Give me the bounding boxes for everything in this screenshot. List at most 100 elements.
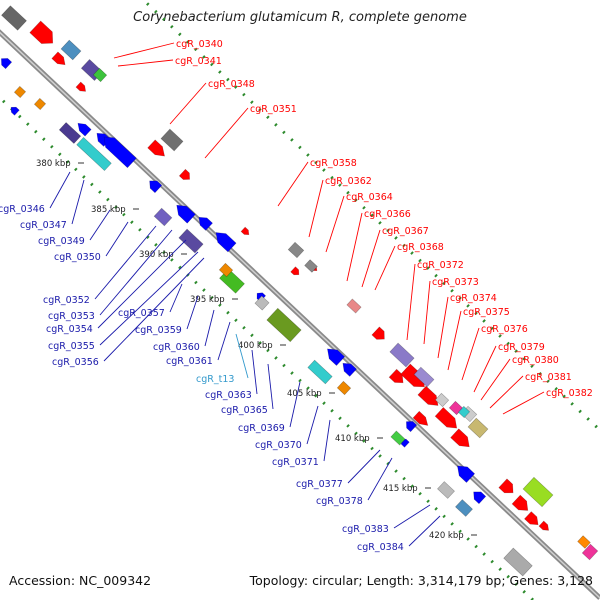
forward-gene-arrow-shape bbox=[511, 494, 529, 511]
bottom-label-leader bbox=[97, 239, 187, 329]
cog-colored-box-shape bbox=[455, 499, 473, 517]
bottom-gene-label: cgR_0350 bbox=[54, 252, 101, 263]
reverse-gene-arrow-shape bbox=[473, 491, 487, 505]
cog-colored-box bbox=[307, 359, 333, 385]
reverse-gene-arrow bbox=[176, 204, 196, 224]
cog-colored-box-shape bbox=[76, 136, 112, 172]
cog-colored-box bbox=[434, 392, 450, 408]
top-gene-label: cgR_0376 bbox=[481, 324, 528, 335]
reverse-gene-arrow bbox=[457, 465, 476, 483]
cog-colored-box-shape bbox=[434, 392, 450, 408]
forward-gene-arrow bbox=[371, 326, 385, 340]
cog-colored-box bbox=[254, 295, 270, 311]
reverse-gene-arrow-shape bbox=[406, 421, 418, 433]
top-gene-label: cgR_0364 bbox=[346, 192, 393, 203]
top-gene-label: cgR_0381 bbox=[525, 372, 572, 383]
top-gene-label: cgR_0340 bbox=[176, 39, 223, 50]
forward-gene-arrow-shape bbox=[498, 478, 514, 494]
bottom-gene-label: cgR_0365 bbox=[221, 405, 268, 416]
bottom-label-leader bbox=[49, 171, 71, 209]
kbp-tick-label: 390 kbp bbox=[139, 250, 174, 260]
reverse-gene-arrow bbox=[149, 180, 163, 194]
kbp-tick-label: 420 kbp bbox=[429, 531, 464, 541]
cog-colored-box bbox=[33, 97, 47, 111]
bottom-label-leader bbox=[235, 333, 249, 379]
cog-colored-box-shape bbox=[178, 228, 204, 254]
cog-colored-box-shape bbox=[160, 128, 184, 152]
cog-colored-box bbox=[1, 5, 27, 31]
reverse-gene-arrow bbox=[473, 491, 487, 505]
forward-gene-arrow bbox=[434, 407, 458, 429]
forward-gene-arrow-shape bbox=[388, 368, 404, 384]
top-gene-label: cgR_0366 bbox=[364, 209, 411, 220]
cog-colored-box bbox=[92, 67, 108, 83]
bottom-label-leader bbox=[408, 515, 441, 547]
bottom-label-leader bbox=[103, 257, 205, 362]
cog-colored-box-shape bbox=[503, 547, 533, 577]
cog-colored-box bbox=[153, 207, 173, 227]
cog-colored-box-shape bbox=[58, 122, 82, 144]
gene-labels: cgR_0340cgR_0341cgR_0348cgR_0351cgR_0358… bbox=[0, 39, 593, 553]
top-label-leader bbox=[437, 296, 449, 359]
bottom-gene-label: cgR_0359 bbox=[135, 325, 182, 336]
bottom-label-leader bbox=[204, 309, 215, 347]
map-title: Corynebacterium glutamicum R, complete g… bbox=[133, 10, 467, 25]
gc-track-outer bbox=[141, 0, 600, 433]
bottom-gene-label: cgR_0384 bbox=[357, 542, 404, 553]
cog-colored-box-shape bbox=[1, 5, 27, 31]
bottom-label-leader bbox=[347, 449, 381, 484]
cog-colored-box bbox=[503, 547, 533, 577]
forward-gene-arrow bbox=[388, 368, 404, 384]
forward-gene-arrow-shape bbox=[524, 511, 539, 526]
cog-colored-box bbox=[336, 380, 352, 396]
forward-gene-arrow-shape bbox=[178, 168, 190, 180]
cog-colored-box bbox=[437, 481, 455, 499]
top-label-leader bbox=[447, 310, 462, 371]
forward-gene-arrow-shape bbox=[538, 520, 550, 531]
top-label-leader bbox=[480, 358, 511, 401]
bottom-label-leader bbox=[169, 283, 183, 313]
top-label-leader bbox=[423, 280, 431, 345]
forward-gene-arrow bbox=[524, 511, 539, 526]
bottom-label-leader bbox=[99, 251, 199, 346]
forward-gene-arrow-shape bbox=[450, 428, 470, 448]
cog-colored-box bbox=[287, 241, 305, 259]
kbp-tick-label: 400 kbp bbox=[238, 341, 273, 351]
reverse-gene-arrow-shape bbox=[198, 216, 213, 231]
forward-gene-arrow-shape bbox=[75, 81, 87, 92]
cog-colored-box bbox=[413, 366, 435, 388]
cog-colored-box-shape bbox=[304, 259, 318, 273]
top-gene-label: cgR_0374 bbox=[450, 293, 497, 304]
bottom-gene-label: cgR_0369 bbox=[238, 423, 285, 434]
cog-colored-box-shape bbox=[92, 67, 108, 83]
cog-colored-box-shape bbox=[437, 481, 455, 499]
bottom-label-leader bbox=[393, 504, 431, 529]
top-label-leader bbox=[406, 263, 416, 341]
cog-colored-box bbox=[160, 128, 184, 152]
kbp-tick-label: 405 kbp bbox=[287, 389, 322, 399]
feature-track bbox=[1, 5, 599, 577]
backbone-highlight bbox=[0, 31, 600, 599]
forward-gene-arrow bbox=[147, 139, 165, 157]
forward-gene-arrow bbox=[538, 520, 550, 531]
top-label-leader bbox=[361, 229, 381, 288]
reverse-gene-arrow-shape bbox=[10, 106, 20, 116]
bottom-label-leader bbox=[267, 363, 274, 410]
top-gene-label: cgR_0373 bbox=[432, 277, 479, 288]
top-gene-label: cgR_0358 bbox=[310, 158, 357, 169]
cog-colored-box-shape bbox=[522, 476, 554, 508]
bottom-gene-label: cgR_0355 bbox=[48, 341, 95, 352]
reverse-gene-arrow bbox=[327, 348, 346, 366]
reverse-gene-arrow bbox=[103, 136, 137, 169]
forward-gene-arrow-shape bbox=[371, 326, 385, 340]
cog-colored-box bbox=[457, 405, 471, 419]
reverse-gene-arrow-shape bbox=[327, 348, 346, 366]
forward-gene-arrow bbox=[75, 81, 87, 92]
forward-gene-arrow-shape bbox=[417, 385, 439, 406]
reverse-gene-arrow bbox=[406, 421, 418, 433]
reverse-gene-arrow-shape bbox=[176, 204, 196, 224]
cog-colored-box-shape bbox=[287, 241, 305, 259]
bottom-gene-label: cgR_0354 bbox=[46, 324, 93, 335]
bottom-label-leader bbox=[289, 381, 301, 428]
